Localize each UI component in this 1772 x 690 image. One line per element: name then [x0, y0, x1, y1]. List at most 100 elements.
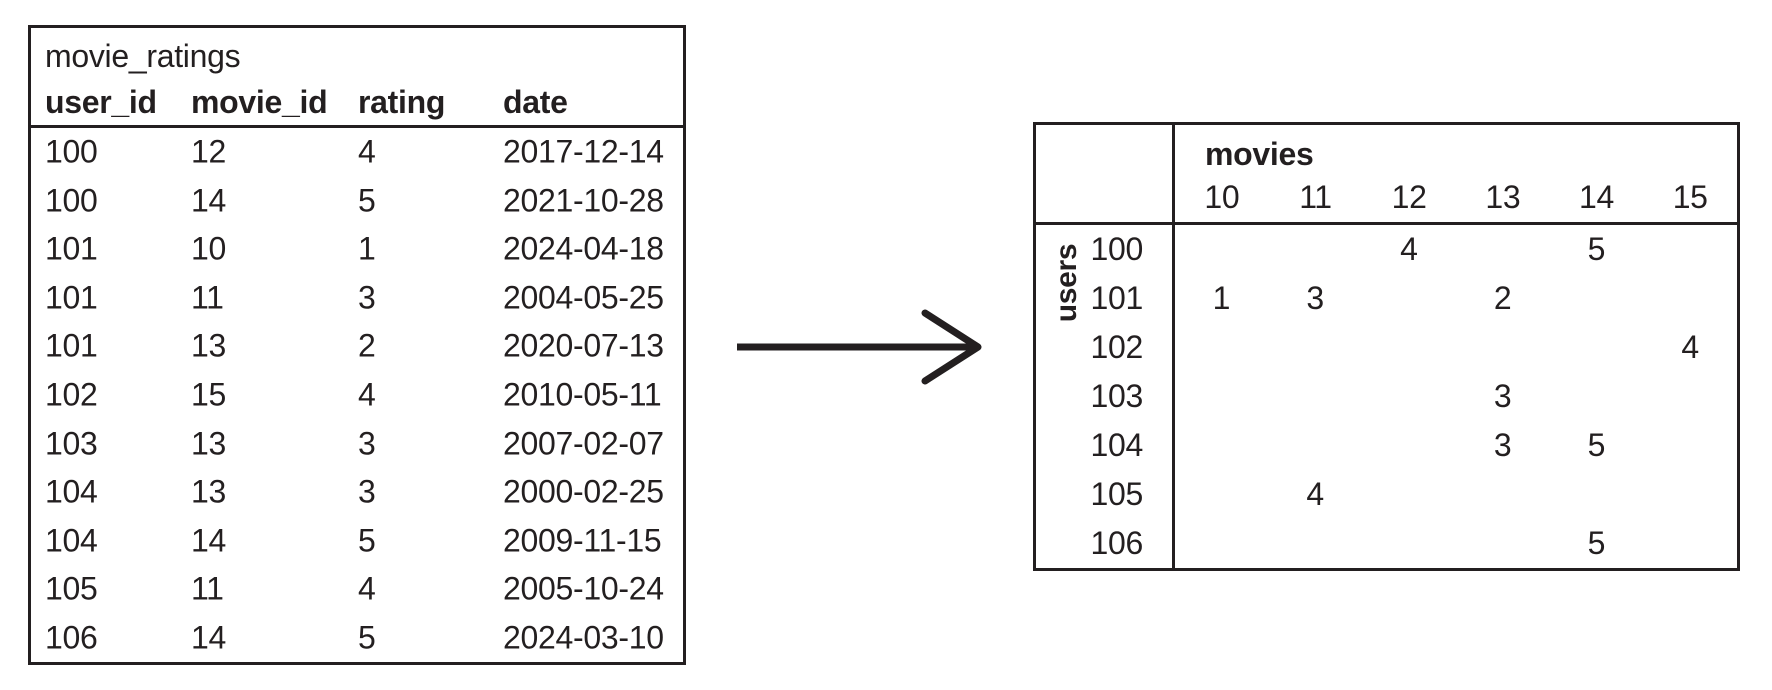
table-cell: 11: [191, 279, 224, 316]
rating-cell: 5: [1587, 231, 1606, 267]
rating-cell: [1362, 372, 1456, 421]
table-cell: 2024-04-18: [503, 230, 664, 267]
movie-id-header: 10: [1204, 179, 1240, 215]
table-cell: 13: [191, 327, 226, 364]
column-header-movie-id: movie_id: [191, 84, 328, 120]
movie-id-header: 14: [1579, 179, 1615, 215]
table-cell: 2017-12-14: [503, 133, 664, 170]
table-cell: 14: [191, 182, 226, 219]
table-cell: 102: [45, 376, 98, 413]
rating-cell: [1362, 274, 1456, 323]
vertical-divider: [1172, 125, 1175, 568]
table-cell: 2000-02-25: [503, 473, 664, 510]
table-cell: 104: [45, 473, 98, 510]
table-row: 100 14 5 2021-10-28: [31, 177, 683, 226]
table-cell: 2024-03-10: [503, 619, 664, 656]
table-cell: 4: [358, 570, 376, 607]
table-cell: 15: [191, 376, 226, 413]
table-cell: 3: [358, 425, 376, 462]
table-cell: 2020-07-13: [503, 327, 664, 364]
rating-cell: 3: [1493, 378, 1512, 414]
rating-cell: [1362, 519, 1456, 568]
table-row: 102 15 4 2010-05-11: [31, 371, 683, 420]
table-cell: 100: [45, 133, 98, 170]
movie-id-header-row: 10 11 12 13 14 15: [1175, 175, 1737, 219]
rating-cell: [1268, 323, 1362, 372]
rating-cell: [1175, 372, 1269, 421]
rating-cell: [1456, 225, 1550, 274]
rating-cell: [1268, 421, 1362, 470]
matrix-row-cells: 5: [1175, 519, 1738, 568]
table-cell: 12: [191, 133, 226, 170]
table-cell: 14: [191, 522, 226, 559]
rating-cell: [1550, 274, 1644, 323]
user-id-label: 102: [1090, 329, 1144, 365]
right-arrow-icon: [737, 309, 982, 385]
movie-id-header: 11: [1299, 179, 1332, 215]
rating-cell: 3: [1306, 280, 1324, 316]
movie-id-header: 13: [1485, 179, 1521, 215]
rating-cell: [1643, 372, 1737, 421]
table-cell: 103: [45, 425, 98, 462]
movie-ratings-table: movie_ratings user_id movie_id rating da…: [28, 25, 686, 665]
user-id-label: 103: [1090, 378, 1144, 414]
rating-cell: [1643, 519, 1737, 568]
rating-cell: [1456, 323, 1550, 372]
table-cell: 100: [45, 182, 98, 219]
table-cell: 13: [191, 473, 226, 510]
table-cell: 4: [358, 376, 376, 413]
table-cell: 2009-11-15: [503, 522, 662, 559]
table-cell: 105: [45, 570, 98, 607]
rating-cell: 2: [1493, 280, 1512, 316]
header-divider: [31, 125, 683, 128]
rating-cell: [1362, 323, 1456, 372]
rating-cell: [1362, 470, 1456, 519]
rating-cell: [1643, 274, 1737, 323]
rating-cell: [1175, 519, 1269, 568]
rating-cell: [1550, 470, 1644, 519]
table-cell: 4: [358, 133, 376, 170]
matrix-row-cells: 4: [1175, 470, 1738, 519]
rating-cell: [1643, 225, 1737, 274]
rating-cell: 3: [1493, 427, 1512, 463]
table-cell: 2004-05-25: [503, 279, 664, 316]
table-cell: 2005-10-24: [503, 570, 664, 607]
column-header-date: date: [503, 84, 568, 120]
table-cell: 101: [45, 327, 98, 364]
table-header-row: user_id movie_id rating date: [31, 80, 683, 125]
rating-cell: [1550, 372, 1644, 421]
table-row: 106 14 5 2024-03-10: [31, 613, 683, 662]
table-cell: 14: [191, 619, 226, 656]
matrix-row: 103 3: [1036, 372, 1737, 421]
rating-cell: [1362, 421, 1456, 470]
column-header-user-id: user_id: [45, 84, 157, 120]
matrix-row: 106 5: [1036, 519, 1737, 568]
movie-id-header: 15: [1672, 179, 1708, 215]
table-cell: 2021-10-28: [503, 182, 664, 219]
rating-cell: [1456, 519, 1550, 568]
rating-cell: 4: [1400, 231, 1418, 267]
table-cell: 5: [358, 182, 376, 219]
movie-id-header: 12: [1391, 179, 1427, 215]
table-row: 103 13 3 2007-02-07: [31, 419, 683, 468]
table-cell: 106: [45, 619, 98, 656]
table-cell: 3: [358, 473, 376, 510]
table-cell: 10: [191, 230, 226, 267]
table-cell: 2007-02-07: [503, 425, 664, 462]
table-cell: 5: [358, 619, 376, 656]
rating-cell: 5: [1587, 525, 1606, 561]
table-cell: 13: [191, 425, 226, 462]
table-cell: 101: [45, 279, 98, 316]
user-id-label: 106: [1090, 525, 1144, 561]
table-cell: 2010-05-11: [503, 376, 662, 413]
